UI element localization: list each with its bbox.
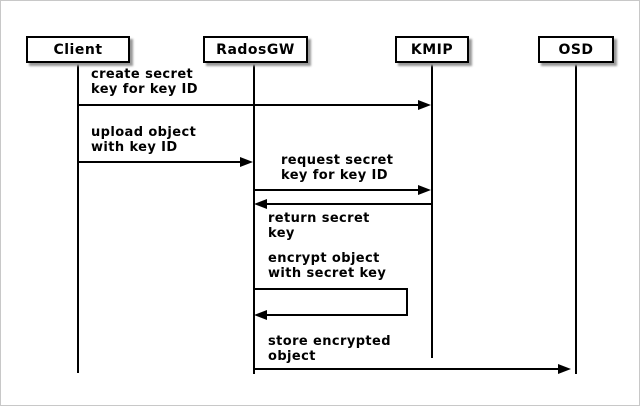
message-request-key-arrow-line [254, 189, 418, 191]
message-request-key-line1: request secret [281, 153, 394, 168]
message-return-key-line1: return secret [268, 211, 370, 226]
arrowhead-left-icon [254, 199, 267, 209]
arrowhead-left-icon [254, 310, 267, 320]
participant-kmip-label: KMIP [410, 41, 454, 58]
arrowhead-right-icon [418, 185, 431, 195]
message-store-object-line1: store encrypted [268, 334, 391, 349]
arrowhead-right-icon [240, 157, 253, 167]
message-create-key-line1: create secret [91, 67, 194, 82]
message-encrypt-object-label: encrypt object with secret key [268, 251, 386, 281]
participant-radosgw-box: RadosGW [203, 36, 308, 63]
lifeline-client [77, 63, 79, 373]
lifeline-kmip [431, 63, 433, 358]
message-request-key-line2: key for key ID [281, 168, 388, 183]
participant-osd-box: OSD [538, 36, 614, 63]
message-create-key-line2: key for key ID [91, 82, 198, 97]
message-create-key-arrow-line [78, 104, 418, 106]
participant-radosgw-label: RadosGW [216, 41, 295, 58]
participant-client-box: Client [26, 36, 130, 63]
message-store-object-label: store encrypted object [268, 334, 391, 364]
message-store-object-arrow-line [254, 368, 558, 370]
message-encrypt-object-line1: encrypt object [268, 251, 380, 266]
message-return-key-arrow-line [267, 203, 432, 205]
message-encrypt-object-loop-bottom [267, 314, 408, 316]
message-store-object-line2: object [268, 349, 316, 364]
message-create-key-label: create secret key for key ID [91, 67, 198, 97]
lifeline-osd [575, 63, 577, 374]
message-upload-object-label: upload object with key ID [91, 125, 196, 155]
participant-client-label: Client [53, 41, 103, 58]
message-encrypt-object-loop-right [406, 288, 408, 316]
message-request-key-label: request secret key for key ID [281, 153, 393, 183]
message-encrypt-object-loop-top [254, 288, 408, 290]
arrowhead-right-icon [558, 364, 571, 374]
participant-osd-label: OSD [558, 41, 594, 58]
message-return-key-line2: key [268, 226, 295, 241]
message-return-key-label: return secret key [268, 211, 370, 241]
participant-kmip-box: KMIP [395, 36, 469, 63]
message-encrypt-object-line2: with secret key [268, 266, 387, 281]
arrowhead-right-icon [418, 100, 431, 110]
message-upload-object-line1: upload object [91, 125, 197, 140]
message-upload-object-line2: with key ID [91, 140, 178, 155]
message-upload-object-arrow-line [78, 161, 240, 163]
lifeline-radosgw [253, 63, 255, 374]
